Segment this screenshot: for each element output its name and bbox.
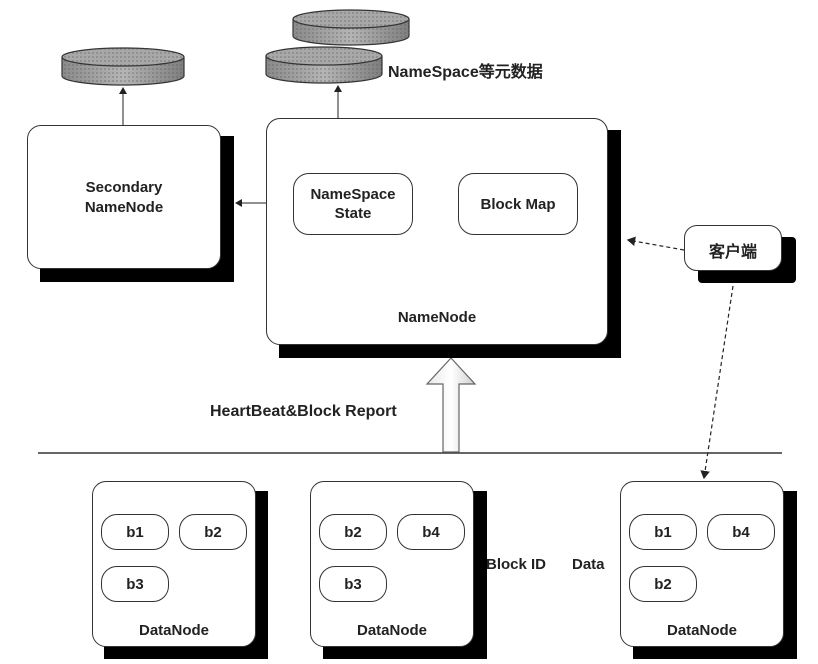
datanode-3-box: b1 b4 b2 DataNode (620, 481, 784, 647)
block-map-box: Block Map (458, 173, 578, 235)
datanode-3-block-3: b2 (629, 566, 697, 602)
datanode-3-block-2: b4 (707, 514, 775, 550)
heartbeat-up-arrow-icon (425, 357, 477, 453)
datanode-2-block-1: b2 (319, 514, 387, 550)
datanode-1-block-2: b2 (179, 514, 247, 550)
metadata-label: NameSpace等元数据 (388, 64, 543, 81)
client-label: 客户端 (708, 244, 757, 261)
namenode-box: NameSpace State Block Map NameNode (266, 118, 608, 345)
secondary-metadata-disk-icon (61, 47, 185, 86)
datanode-2-label: DataNode (356, 622, 427, 639)
client-to-namenode-arrow (626, 236, 685, 251)
datanode-1-block-3: b3 (101, 566, 169, 602)
datanode-1-block-1: b1 (101, 514, 169, 550)
datanode-2-block-2: b4 (397, 514, 465, 550)
namenode-label: NameNode (397, 309, 477, 326)
secondary-namenode-box: Secondary NameNode (27, 125, 221, 269)
datanode-2-block-3: b3 (319, 566, 387, 602)
datanode-3-block-1: b1 (629, 514, 697, 550)
block-id-label: Block ID (486, 556, 547, 573)
client-to-datanode-arrow (700, 285, 734, 480)
datanode-2-box: b2 b4 b3 DataNode (310, 481, 474, 647)
secondary-namenode-label: Secondary NameNode (84, 179, 164, 216)
datanode-1-label: DataNode (138, 622, 209, 639)
namespace-state-box: NameSpace State (293, 173, 413, 235)
datanode-1-box: b1 b2 b3 DataNode (92, 481, 256, 647)
data-label: Data (572, 556, 605, 573)
client-box: 客户端 (684, 225, 782, 271)
heartbeat-label: HeartBeat&Block Report (210, 403, 397, 420)
namenode-metadata-disk-icon (265, 9, 410, 84)
datanode-3-label: DataNode (666, 622, 737, 639)
